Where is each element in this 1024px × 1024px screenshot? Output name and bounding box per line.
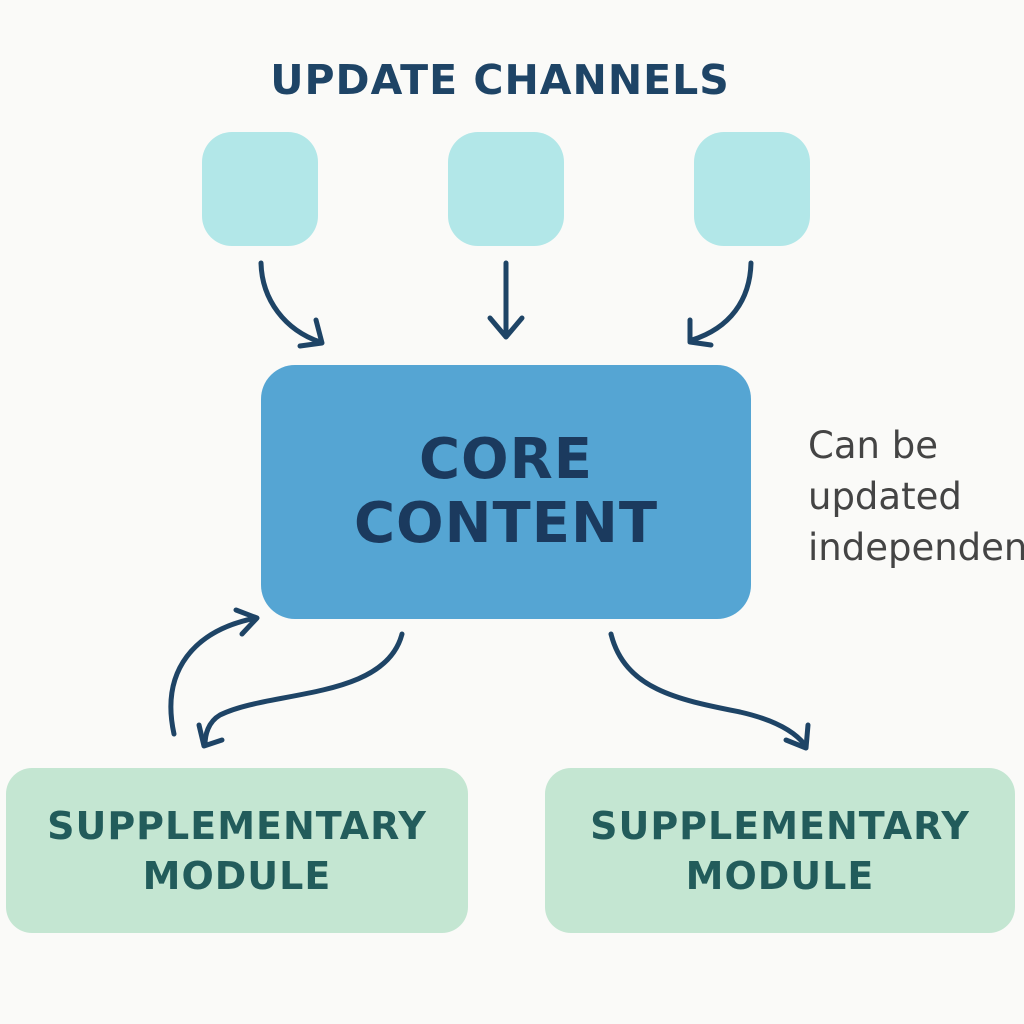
core-to-module-right-arrow [608, 631, 811, 751]
module-left-label-line-2: MODULE [142, 853, 332, 898]
note-line-1: Can be [808, 424, 938, 467]
supplementary-module-box-right: SUPPLEMENTARY MODULE [545, 768, 1015, 933]
module-left-to-core-arrow [168, 607, 260, 737]
diagram-heading: UPDATE CHANNELS [270, 56, 730, 104]
update-channel-box-2 [448, 132, 564, 246]
note-line-3: independently [808, 526, 1024, 569]
core-content-label-line-2: CONTENT [353, 491, 659, 556]
core-content-box: CORE CONTENT [261, 365, 751, 619]
update-channel-box-1 [202, 132, 318, 246]
channel-1-to-core-arrow [258, 260, 325, 349]
core-to-module-left-arrow [196, 631, 405, 749]
note-line-2: updated [808, 475, 962, 518]
update-channel-box-3 [694, 132, 810, 246]
module-left-label-line-1: SUPPLEMENTARY [47, 803, 427, 848]
core-content-label-line-1: CORE [418, 427, 594, 492]
supplementary-module-box-left: SUPPLEMENTARY MODULE [6, 768, 468, 933]
module-right-label-line-2: MODULE [685, 853, 875, 898]
module-right-label-line-1: SUPPLEMENTARY [590, 803, 970, 848]
channel-2-to-core-arrow [487, 260, 525, 340]
channel-3-to-core-arrow [687, 260, 754, 348]
independent-update-note: Can be updated independently [808, 420, 1024, 573]
